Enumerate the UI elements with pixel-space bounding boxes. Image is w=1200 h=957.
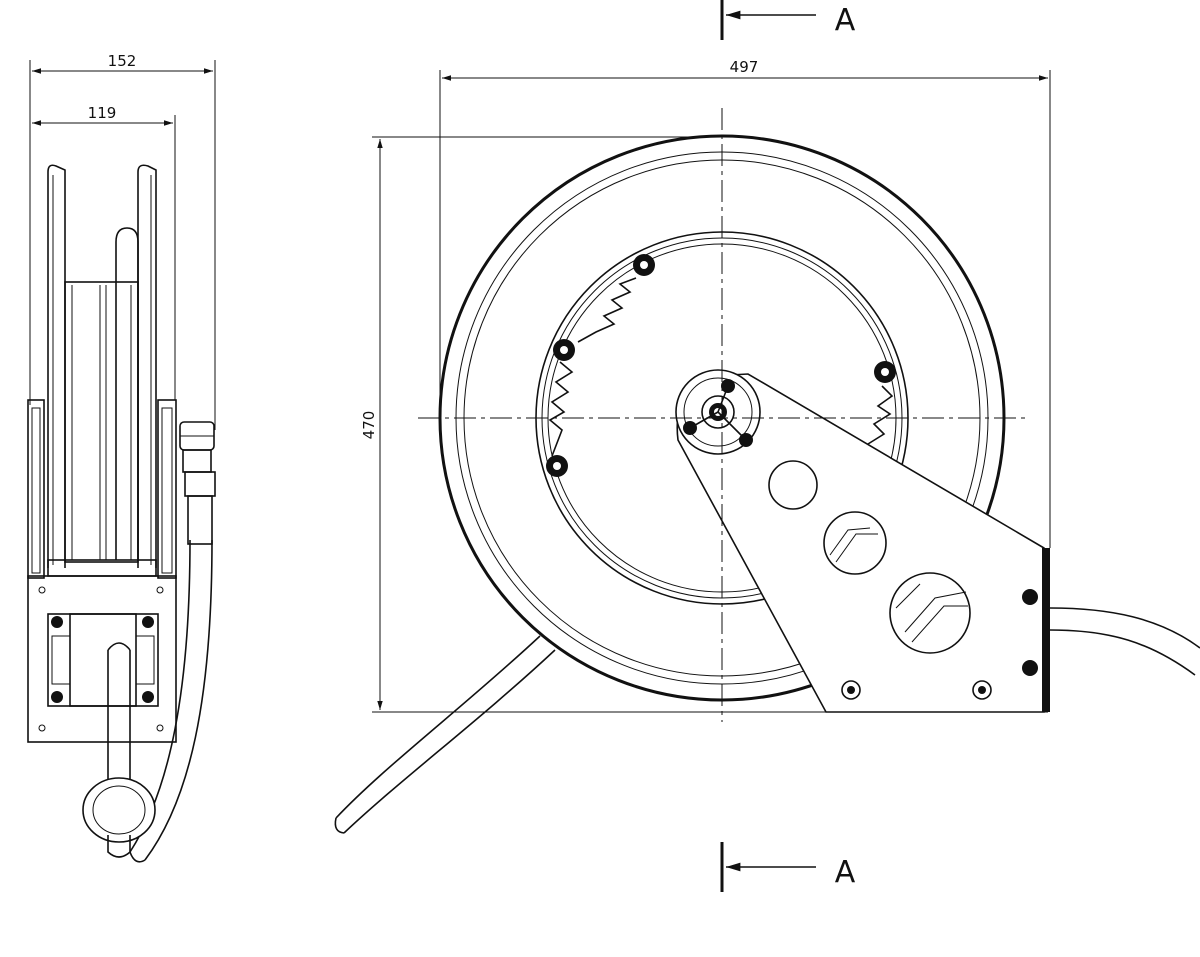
side-brackets: [27, 399, 177, 579]
dim-label-side-inner: 119: [88, 104, 117, 122]
reel-hub: [675, 369, 761, 455]
reel-drum: [64, 227, 139, 563]
section-mark-top: A: [720, 0, 856, 40]
center-lines: [418, 108, 1026, 722]
bracket-arm: [676, 373, 1050, 713]
dim-label-front-width: 497: [730, 58, 759, 76]
front-hose-left: [334, 635, 556, 834]
dimension-front-width: 497: [439, 58, 1051, 548]
section-label-top: A: [835, 3, 856, 38]
dimension-side-outer: 152: [29, 52, 216, 430]
dim-label-front-height: 470: [360, 411, 378, 440]
section-mark-bottom: A: [720, 842, 856, 892]
base-plate: [27, 575, 177, 743]
swivel-fitting: [179, 421, 216, 545]
hose-stopper: [82, 642, 156, 858]
section-label-bottom: A: [835, 855, 856, 890]
reel-flanges: [47, 164, 157, 568]
spring-clips: [546, 254, 896, 477]
dimension-side-inner: 119: [32, 104, 176, 400]
front-view: 497 470: [334, 58, 1200, 834]
side-view: 152 119: [27, 52, 216, 863]
dim-label-side-outer: 152: [108, 52, 137, 70]
front-hose-right: [1049, 607, 1200, 676]
